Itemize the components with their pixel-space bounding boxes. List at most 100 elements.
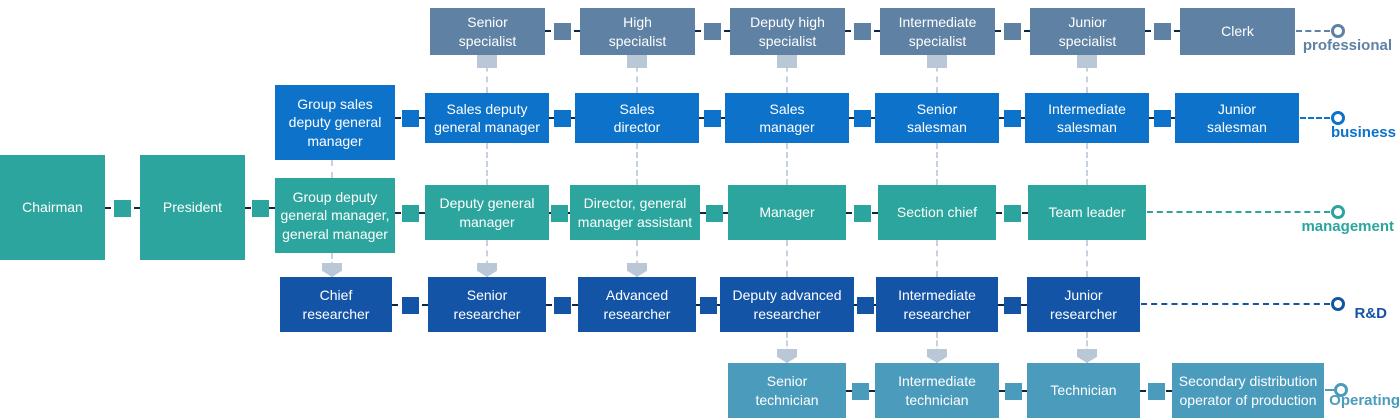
- h-connector: [1149, 109, 1175, 127]
- h-connector: [1145, 22, 1180, 40]
- track-endpoint-circle: [1334, 383, 1348, 397]
- v-connector-line: [636, 143, 638, 185]
- track-endpoint-line: [1141, 303, 1330, 305]
- h-connector: [999, 109, 1025, 127]
- v-connector-line: [936, 332, 938, 363]
- h-connector: [845, 22, 880, 40]
- node-technician: Technician: [1027, 363, 1140, 418]
- h-connector: [392, 296, 428, 314]
- h-connector: [1140, 382, 1172, 400]
- v-connector-line: [1086, 55, 1088, 93]
- node-sales-manager: Sales manager: [725, 93, 849, 143]
- v-connector-line: [936, 240, 938, 277]
- node-manager: Manager: [728, 185, 846, 240]
- node-group-sales-deputy-general-manager: Group sales deputy general manager: [275, 85, 395, 160]
- node-deputy-advanced-researcher: Deputy advanced researcher: [720, 277, 854, 332]
- track-endpoint-line: [1325, 389, 1334, 391]
- node-director-general-manager-assistant: Director, general manager assistant: [570, 185, 700, 240]
- stub-marker: [477, 55, 497, 68]
- down-arrow-marker: [322, 263, 342, 277]
- v-connector-line: [786, 240, 788, 277]
- v-connector-line: [1086, 332, 1088, 363]
- node-team-leader: Team leader: [1028, 185, 1146, 240]
- node-deputy-general-manager: Deputy general manager: [425, 185, 549, 240]
- track-endpoint-circle: [1331, 111, 1345, 125]
- v-connector-line: [936, 143, 938, 185]
- h-connector: [700, 204, 728, 222]
- node-senior-technician: Senior technician: [728, 363, 846, 418]
- h-connector: [545, 22, 580, 40]
- v-connector-line: [636, 240, 638, 277]
- h-connector: [996, 204, 1028, 222]
- stub-marker: [777, 55, 797, 68]
- node-chairman: Chairman: [0, 155, 105, 260]
- down-arrow-marker: [477, 263, 497, 277]
- node-clerk: Clerk: [1180, 8, 1295, 55]
- h-connector: [998, 296, 1027, 314]
- v-connector-line: [936, 55, 938, 93]
- stub-marker: [627, 55, 647, 68]
- h-connector: [854, 296, 876, 314]
- node-sales-deputy-general-manager: Sales deputy general manager: [425, 93, 549, 143]
- track-endpoint-circle: [1331, 297, 1345, 311]
- stub-marker: [1077, 55, 1097, 68]
- node-intermediate-technician: Intermediate technician: [875, 363, 999, 418]
- v-connector-line: [786, 332, 788, 363]
- h-connector: [395, 109, 425, 127]
- v-connector-line: [636, 55, 638, 93]
- down-arrow-marker: [627, 263, 647, 277]
- node-senior-researcher: Senior researcher: [428, 277, 546, 332]
- h-connector: [846, 204, 878, 222]
- node-sales-director: Sales director: [575, 93, 699, 143]
- h-connector: [995, 22, 1030, 40]
- v-connector-line: [331, 160, 333, 178]
- v-connector-line: [1086, 240, 1088, 277]
- node-senior-specialist: Senior specialist: [430, 8, 545, 55]
- node-secondary-distribution-operator: Secondary distribution operator of produ…: [1172, 363, 1324, 418]
- node-deputy-high-specialist: Deputy high specialist: [730, 8, 845, 55]
- v-connector-line: [486, 55, 488, 93]
- node-junior-specialist: Junior specialist: [1030, 8, 1145, 55]
- v-connector-line: [486, 240, 488, 277]
- h-connector: [696, 296, 720, 314]
- node-group-deputy-general-manager-general-manager: Group deputy general manager, general ma…: [275, 178, 395, 253]
- track-endpoint-line: [1296, 30, 1330, 32]
- node-high-specialist: High specialist: [580, 8, 695, 55]
- h-connector: [549, 109, 575, 127]
- v-connector-line: [786, 55, 788, 93]
- h-connector: [695, 22, 730, 40]
- track-endpoint-circle: [1331, 205, 1345, 219]
- track-label-operating: Operating: [1329, 392, 1400, 409]
- down-arrow-marker: [927, 349, 947, 363]
- node-junior-researcher: Junior researcher: [1027, 277, 1140, 332]
- node-intermediate-salesman: Intermediate salesman: [1025, 93, 1149, 143]
- h-connector: [245, 199, 275, 217]
- h-connector: [546, 296, 578, 314]
- node-senior-salesman: Senior salesman: [875, 93, 999, 143]
- h-connector: [395, 204, 425, 222]
- node-intermediate-specialist: Intermediate specialist: [880, 8, 995, 55]
- h-connector: [999, 382, 1027, 400]
- track-endpoint-circle: [1331, 24, 1345, 38]
- track-label-professional: professional: [1302, 37, 1392, 54]
- node-intermediate-researcher: Intermediate researcher: [876, 277, 998, 332]
- track-label-business: business: [1330, 124, 1396, 141]
- v-connector-line: [486, 143, 488, 185]
- h-connector: [846, 382, 875, 400]
- h-connector: [105, 199, 140, 217]
- stub-marker: [927, 55, 947, 68]
- down-arrow-marker: [777, 349, 797, 363]
- h-connector: [549, 204, 570, 222]
- v-connector-line: [786, 143, 788, 185]
- node-advanced-researcher: Advanced researcher: [578, 277, 696, 332]
- node-chief-researcher: Chief researcher: [280, 277, 392, 332]
- v-connector-line: [1086, 143, 1088, 185]
- track-label-rnd: R&D: [1354, 305, 1388, 322]
- track-endpoint-line: [1300, 117, 1330, 119]
- track-endpoint-line: [1147, 211, 1330, 213]
- node-junior-salesman: Junior salesman: [1175, 93, 1299, 143]
- node-president: President: [140, 155, 245, 260]
- track-label-management: management: [1301, 218, 1394, 235]
- h-connector: [699, 109, 725, 127]
